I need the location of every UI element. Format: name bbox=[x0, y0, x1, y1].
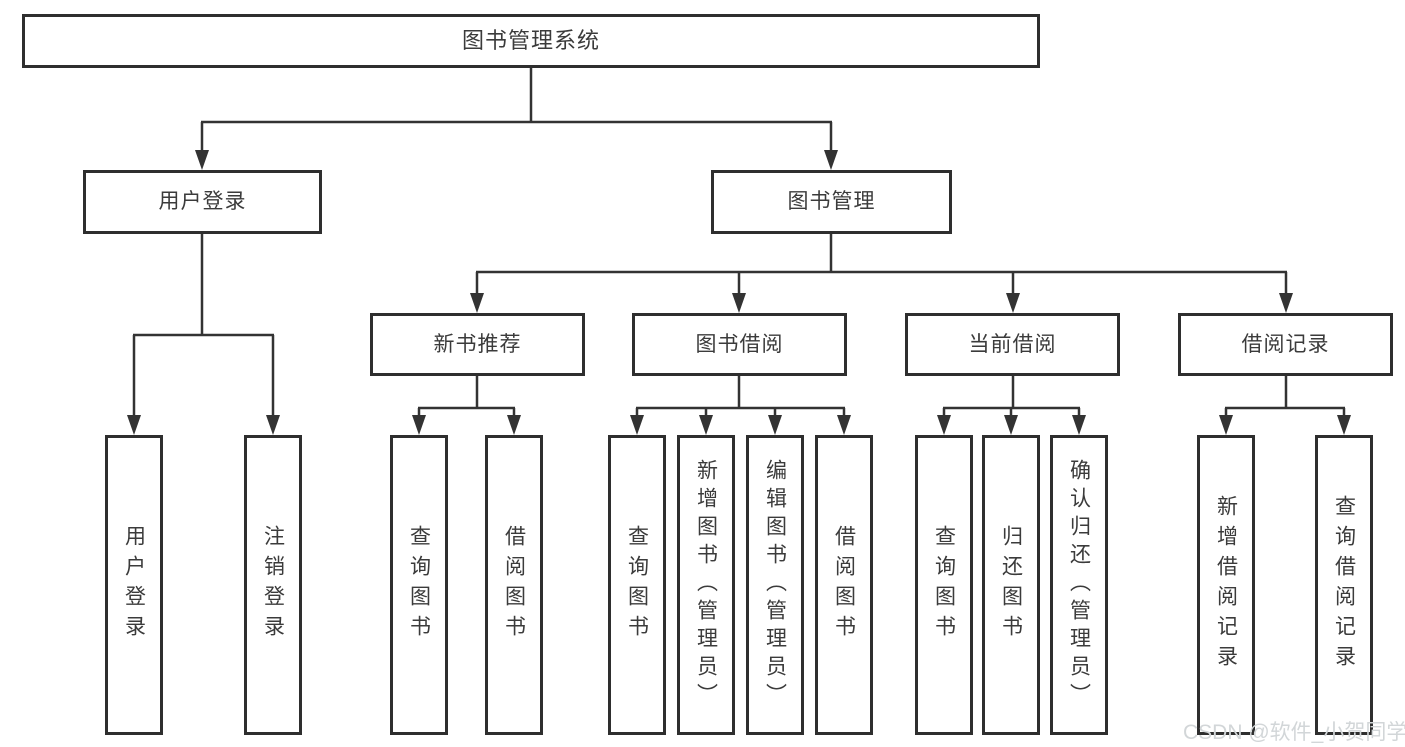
node-new-book-recommendation: 新书推荐 bbox=[370, 313, 585, 376]
node-return-book-label: 归还图书 bbox=[999, 525, 1023, 645]
node-query-borrow-record-label: 查询借阅记录 bbox=[1332, 495, 1356, 675]
node-logout-action: 注销登录 bbox=[244, 435, 302, 735]
node-book-management-branch-label: 图书管理 bbox=[787, 190, 876, 214]
node-borrow-books-recommend-label: 借阅图书 bbox=[502, 525, 526, 645]
node-return-book: 归还图书 bbox=[982, 435, 1040, 735]
node-borrowing-records: 借阅记录 bbox=[1178, 313, 1393, 376]
node-book-management-branch: 图书管理 bbox=[711, 170, 952, 234]
node-add-book-admin-label: 新增图书（管理员） bbox=[694, 459, 718, 711]
node-query-books-recommend: 查询图书 bbox=[390, 435, 448, 735]
node-user-login-action: 用户登录 bbox=[105, 435, 163, 735]
node-confirm-return-admin: 确认归还（管理员） bbox=[1050, 435, 1108, 735]
node-user-login-branch: 用户登录 bbox=[83, 170, 322, 234]
watermark: CSDN @软件_小贺同学 bbox=[1183, 721, 1405, 744]
node-library-management-system-label: 图书管理系统 bbox=[461, 27, 600, 53]
node-logout-action-label: 注销登录 bbox=[261, 525, 285, 645]
node-query-books-current: 查询图书 bbox=[915, 435, 973, 735]
node-current-borrowing: 当前借阅 bbox=[905, 313, 1120, 376]
node-add-borrow-record-label: 新增借阅记录 bbox=[1214, 495, 1238, 675]
node-borrow-books-borrowing: 借阅图书 bbox=[815, 435, 873, 735]
node-query-books-borrowing: 查询图书 bbox=[608, 435, 666, 735]
node-query-borrow-record: 查询借阅记录 bbox=[1315, 435, 1373, 735]
node-book-borrowing: 图书借阅 bbox=[632, 313, 847, 376]
node-library-management-system: 图书管理系统 bbox=[22, 14, 1040, 68]
node-user-login-branch-label: 用户登录 bbox=[158, 190, 247, 214]
node-borrowing-records-label: 借阅记录 bbox=[1241, 332, 1330, 356]
node-borrow-books-borrowing-label: 借阅图书 bbox=[832, 525, 856, 645]
node-query-books-recommend-label: 查询图书 bbox=[407, 525, 431, 645]
node-book-borrowing-label: 图书借阅 bbox=[695, 332, 784, 356]
node-query-books-current-label: 查询图书 bbox=[932, 525, 956, 645]
node-edit-book-admin: 编辑图书（管理员） bbox=[746, 435, 804, 735]
node-add-borrow-record: 新增借阅记录 bbox=[1197, 435, 1255, 735]
node-add-book-admin: 新增图书（管理员） bbox=[677, 435, 735, 735]
node-query-books-borrowing-label: 查询图书 bbox=[625, 525, 649, 645]
node-new-book-recommendation-label: 新书推荐 bbox=[433, 332, 522, 356]
node-current-borrowing-label: 当前借阅 bbox=[968, 332, 1057, 356]
node-user-login-action-label: 用户登录 bbox=[122, 525, 146, 645]
node-borrow-books-recommend: 借阅图书 bbox=[485, 435, 543, 735]
node-edit-book-admin-label: 编辑图书（管理员） bbox=[763, 459, 787, 711]
node-confirm-return-admin-label: 确认归还（管理员） bbox=[1067, 459, 1091, 711]
